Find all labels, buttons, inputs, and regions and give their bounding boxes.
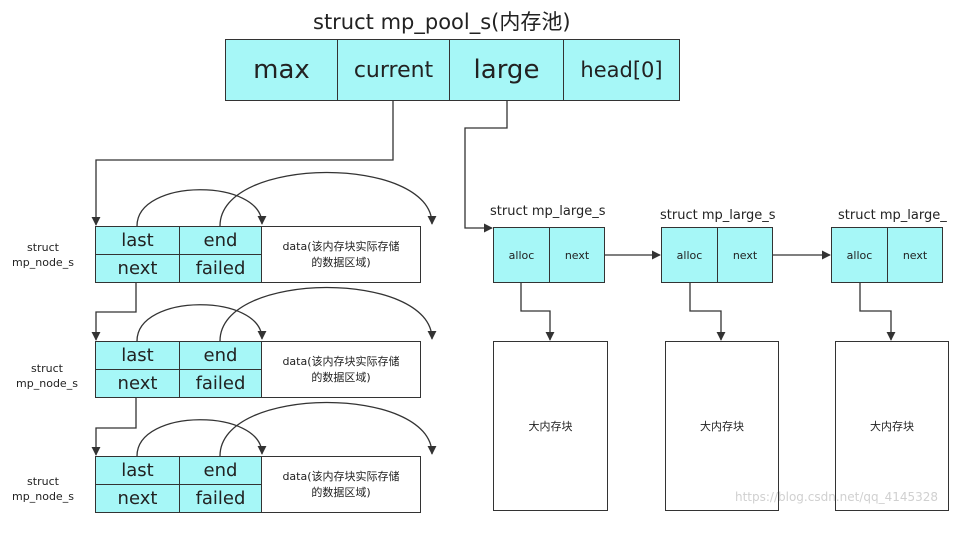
node-end-field: end (179, 341, 262, 370)
large-memory-block: 大内存块 (835, 341, 949, 511)
large-alloc-field: alloc (661, 227, 718, 283)
node-end-field: end (179, 226, 262, 255)
last-pointer-arc (136, 419, 267, 457)
large-title: struct mp_large_s (490, 204, 606, 219)
node-last-field: last (95, 456, 180, 485)
node-data-area: data(该内存块实际存储的数据区域) (261, 456, 421, 513)
large-next-field: next (717, 227, 773, 283)
last-pointer-arc (136, 304, 267, 342)
large-title: struct mp_large_ (838, 208, 947, 223)
large-title: struct mp_large_s (660, 208, 776, 223)
node-next-field: next (95, 369, 180, 398)
pool-field-current: current (337, 39, 450, 101)
node-last-field: last (95, 226, 180, 255)
pool-field-head: head[0] (563, 39, 680, 101)
node-next-field: next (95, 254, 180, 283)
alloc-pointer-arrow (520, 283, 555, 341)
large-next-field: next (549, 227, 605, 283)
large-memory-block: 大内存块 (493, 341, 608, 511)
alloc-pointer-arrow (859, 283, 896, 341)
next-pointer-arrow (91, 398, 137, 456)
current-pointer-arrow (91, 101, 394, 226)
end-pointer-arc (219, 401, 437, 457)
node-end-field: end (179, 456, 262, 485)
large-alloc-field: alloc (831, 227, 888, 283)
large-next-field: next (887, 227, 943, 283)
pool-title: struct mp_pool_s(内存池) (313, 10, 571, 34)
pool-field-max: max (225, 39, 338, 101)
large-pointer-arrow (464, 101, 508, 233)
node-failed-field: failed (179, 254, 262, 283)
large-memory-block: 大内存块 (665, 341, 779, 511)
node-data-area: data(该内存块实际存储的数据区域) (261, 226, 421, 283)
node-failed-field: failed (179, 484, 262, 513)
next-pointer-arrow (91, 283, 137, 341)
node-failed-field: failed (179, 369, 262, 398)
end-pointer-arc (219, 171, 437, 227)
watermark: https://blog.csdn.net/qq_4145328 (735, 490, 939, 504)
large-alloc-field: alloc (493, 227, 550, 283)
end-pointer-arc (219, 286, 437, 342)
node-last-field: last (95, 341, 180, 370)
node-data-area: data(该内存块实际存储的数据区域) (261, 341, 421, 398)
node-next-field: next (95, 484, 180, 513)
last-pointer-arc (136, 189, 267, 227)
pool-field-large: large (449, 39, 564, 101)
alloc-pointer-arrow (689, 283, 726, 341)
